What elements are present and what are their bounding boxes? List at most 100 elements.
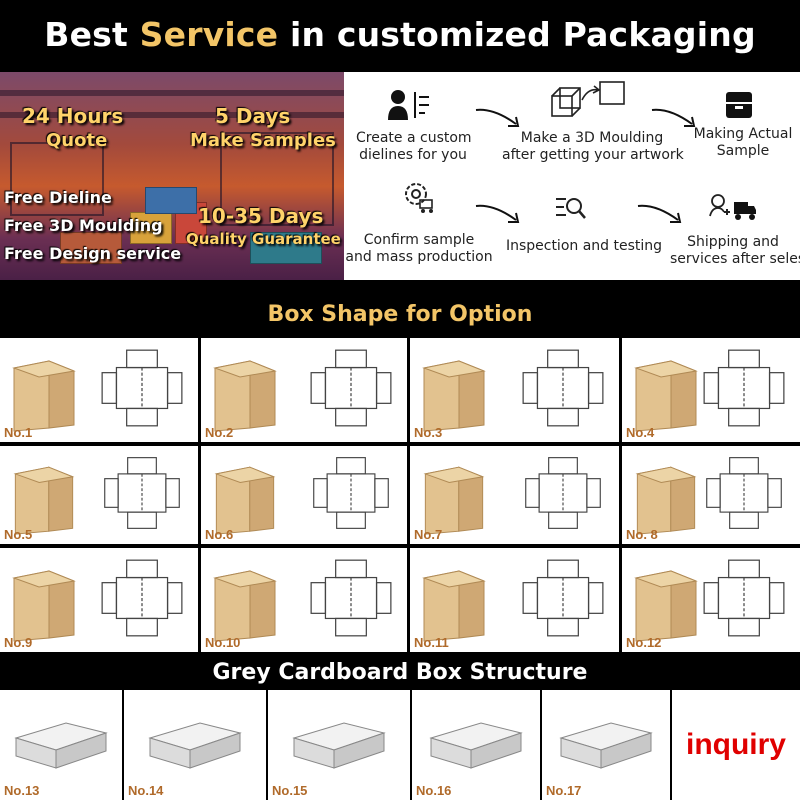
factory-box bbox=[60, 232, 122, 264]
grey-box-illustration bbox=[148, 722, 242, 769]
dieline-illustration bbox=[313, 457, 389, 529]
hero-quality: Quality Guarantee bbox=[186, 230, 341, 248]
hero-24hours: 24 Hours bbox=[22, 104, 124, 128]
box-number-label: No.10 bbox=[205, 635, 241, 650]
grey-box-card[interactable]: No.15 bbox=[268, 690, 410, 800]
box-number-label: No.14 bbox=[128, 783, 164, 798]
gear-truck-icon bbox=[405, 183, 433, 213]
box-number-label: No.6 bbox=[205, 527, 234, 542]
box-number-label: No.15 bbox=[272, 783, 308, 798]
box-shape-card[interactable]: No.3 bbox=[410, 338, 619, 442]
arrow-icon bbox=[475, 204, 520, 223]
hero-free-design: Free Design service bbox=[4, 244, 182, 263]
box-number-label: No.9 bbox=[4, 635, 33, 650]
ceiling-beam bbox=[0, 90, 344, 96]
box-number-label: No.1 bbox=[4, 425, 33, 440]
box-shape-card[interactable]: No.2 bbox=[201, 338, 407, 442]
box-shape-card[interactable]: No.11 bbox=[410, 548, 619, 652]
box-shape-card[interactable]: No.12 bbox=[622, 548, 800, 652]
kraft-box-illustration bbox=[12, 570, 76, 642]
kraft-box-illustration bbox=[634, 570, 698, 642]
title-accent: Service bbox=[139, 14, 279, 54]
factory-box bbox=[145, 187, 197, 214]
kraft-box-illustration bbox=[423, 466, 485, 535]
delivery-icon bbox=[709, 194, 756, 220]
process-step-5: Inspection and testing bbox=[505, 238, 663, 254]
box-number-label: No.4 bbox=[626, 425, 655, 440]
box-number-label: No.17 bbox=[546, 783, 582, 798]
3d-box-icon bbox=[551, 81, 625, 117]
box-shape-heading: Box Shape for Option bbox=[0, 292, 800, 336]
dieline-illustration bbox=[310, 559, 392, 637]
kraft-box-illustration bbox=[213, 360, 277, 432]
arrow-icon bbox=[651, 108, 696, 127]
hero-5days: 5 Days bbox=[215, 104, 291, 128]
kraft-box-illustration bbox=[12, 360, 76, 432]
grey-box-card[interactable]: No.16 bbox=[412, 690, 540, 800]
box-shape-card[interactable]: No.4 bbox=[622, 338, 800, 442]
box-number-label: No.16 bbox=[416, 783, 452, 798]
dieline-illustration bbox=[706, 457, 782, 529]
magnifier-icon bbox=[556, 198, 586, 219]
designer-icon bbox=[388, 90, 429, 120]
box-number-label: No.12 bbox=[626, 635, 662, 650]
kraft-box-illustration bbox=[213, 570, 277, 642]
dieline-illustration bbox=[104, 457, 180, 529]
grey-structure-heading: Grey Cardboard Box Structure bbox=[0, 656, 800, 688]
box-shape-card[interactable]: No.6 bbox=[201, 446, 407, 544]
factory-shelf bbox=[220, 132, 334, 226]
grey-box-card[interactable]: No.14 bbox=[124, 690, 266, 800]
dieline-illustration bbox=[101, 559, 183, 637]
box-number-label: No. 8 bbox=[626, 527, 658, 542]
factory-banner: 24 Hours Quote 5 Days Make Samples Free … bbox=[0, 72, 344, 280]
dieline-illustration bbox=[310, 349, 392, 427]
grey-box-illustration bbox=[292, 722, 386, 769]
kraft-box-illustration bbox=[634, 360, 698, 432]
box-shape-title: Box Shape for Option bbox=[267, 301, 533, 327]
box-shape-card[interactable]: No.7 bbox=[410, 446, 619, 544]
box-shape-card[interactable]: No.5 bbox=[0, 446, 198, 544]
box-shape-card[interactable]: No.10 bbox=[201, 548, 407, 652]
dieline-illustration bbox=[101, 349, 183, 427]
hero-free-3d: Free 3D Moulding bbox=[4, 216, 163, 235]
sample-box-icon bbox=[726, 92, 752, 118]
grey-box-card[interactable]: No.13 bbox=[0, 690, 122, 800]
hero-free-dieline: Free Dieline bbox=[4, 188, 112, 207]
grey-box-illustration bbox=[429, 722, 523, 769]
kraft-box-illustration bbox=[214, 466, 276, 535]
dieline-illustration bbox=[703, 349, 785, 427]
kraft-box-illustration bbox=[422, 360, 486, 432]
grey-box-illustration bbox=[559, 722, 653, 769]
ceiling-beam bbox=[0, 112, 344, 118]
kraft-box-illustration bbox=[422, 570, 486, 642]
page-header: Best Service in customized Packaging bbox=[0, 0, 800, 68]
box-number-label: No.13 bbox=[4, 783, 40, 798]
hero-quote: Quote bbox=[46, 130, 108, 151]
box-number-label: No.2 bbox=[205, 425, 234, 440]
inquiry-label: inquiry bbox=[685, 728, 786, 761]
hero-10-35days: 10-35 Days bbox=[198, 204, 324, 228]
box-shape-card[interactable]: No. 8 bbox=[622, 446, 800, 544]
box-number-label: No.11 bbox=[414, 635, 449, 650]
arrow-icon bbox=[637, 204, 682, 223]
factory-box bbox=[250, 232, 322, 264]
inquiry-button[interactable]: inquiry bbox=[672, 690, 800, 800]
arrow-icon bbox=[475, 108, 520, 127]
kraft-box-illustration bbox=[635, 466, 697, 535]
box-number-label: No.7 bbox=[414, 527, 443, 542]
dieline-illustration bbox=[525, 457, 601, 529]
dieline-illustration bbox=[703, 559, 785, 637]
box-shape-card[interactable]: No.1 bbox=[0, 338, 198, 442]
grey-box-card[interactable]: No.17 bbox=[542, 690, 670, 800]
hero-make-samples: Make Samples bbox=[190, 130, 336, 151]
box-shape-card[interactable]: No.9 bbox=[0, 548, 198, 652]
kraft-box-illustration bbox=[13, 466, 75, 535]
factory-shelf bbox=[10, 142, 104, 216]
box-number-label: No.3 bbox=[414, 425, 443, 440]
